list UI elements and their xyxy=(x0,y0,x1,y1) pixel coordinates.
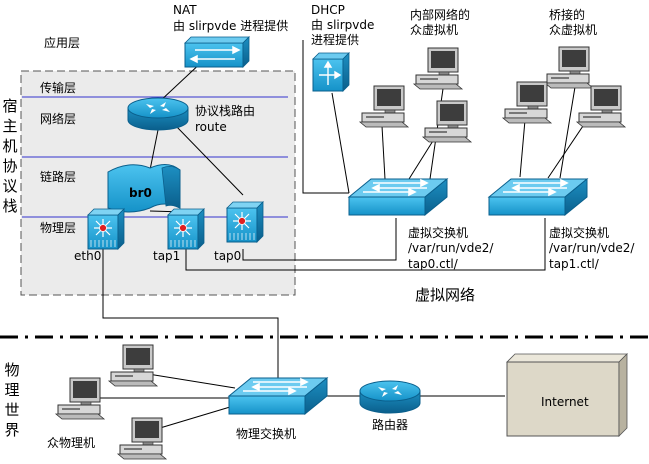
host-stack-title: 宿 主 机 协 议 栈 xyxy=(2,96,18,216)
vswitch-tap0-label: 虚拟交换机 xyxy=(408,226,469,240)
nat-label: NAT xyxy=(173,3,197,17)
eth0-label: eth0 xyxy=(74,249,102,263)
internet-label: Internet xyxy=(541,395,589,409)
tap0-port-icon xyxy=(226,201,264,243)
tap0-label: tap0 xyxy=(214,249,242,263)
physical-hosts-label: 众物理机 xyxy=(47,436,96,450)
link-layer-label: 链路层 xyxy=(40,170,77,184)
eth0-port-icon xyxy=(87,208,125,250)
physical-world-char: 世 xyxy=(4,401,20,419)
physical-world-char: 物 xyxy=(4,361,20,379)
host-title-char: 协 xyxy=(2,157,18,175)
virtual-switch-tap1-icon xyxy=(488,178,588,216)
bridged-vm-pc-icon xyxy=(576,85,626,128)
vswitch-tap1-label: 虚拟交换机 xyxy=(549,226,610,240)
bridged-vm-pc-icon xyxy=(502,81,552,124)
physical-host-pc-icon xyxy=(55,377,105,420)
virtual-switch-tap0-icon xyxy=(348,178,448,216)
physical-host-pc-icon xyxy=(108,344,158,387)
tap1-port-icon xyxy=(167,208,205,250)
stack-router-label-route: route xyxy=(195,120,227,134)
bridge-br0-icon xyxy=(107,164,181,213)
application-layer-label: 应用层 xyxy=(44,36,81,50)
vswitch-tap0-path: /var/run/vde2/ xyxy=(408,241,494,255)
stack-router-icon xyxy=(127,97,189,131)
dhcp-provider-label-2: 进程提供 xyxy=(311,33,360,47)
bridged-vms-label-2: 众虚拟机 xyxy=(549,23,598,37)
physical-world-char: 理 xyxy=(4,381,20,399)
internal-vm-pc-icon xyxy=(359,85,409,128)
host-title-char: 栈 xyxy=(2,197,18,215)
physical-switch-icon xyxy=(228,377,328,415)
tap1-label: tap1 xyxy=(153,249,181,263)
host-title-char: 议 xyxy=(2,177,18,195)
transport-layer-label: 传输层 xyxy=(40,81,77,95)
host-title-char: 机 xyxy=(2,137,18,155)
vswitch-tap1-ctl: tap1.ctl/ xyxy=(549,257,599,271)
vswitch-tap1-path: /var/run/vde2/ xyxy=(549,241,635,255)
dhcp-provider-label: 由 slirpvde xyxy=(311,18,375,32)
dhcp-device-icon xyxy=(312,52,350,92)
bridged-vm-pc-icon xyxy=(544,46,594,89)
virtual-network-label: 虚拟网络 xyxy=(415,286,476,304)
connection-lines xyxy=(98,40,586,429)
router-label: 路由器 xyxy=(372,418,409,432)
internet-box xyxy=(506,353,628,437)
physical-layer-label: 物理层 xyxy=(40,221,77,235)
stack-router-label: 协议栈路由 xyxy=(195,104,256,118)
physical-host-pc-icon xyxy=(117,417,167,460)
vswitch-tap0-ctl: tap0.ctl/ xyxy=(408,257,458,271)
internal-vm-pc-icon xyxy=(422,100,472,143)
bridge-label: br0 xyxy=(129,186,152,200)
host-title-char: 主 xyxy=(2,117,18,135)
nat-device-icon xyxy=(184,36,250,68)
host-title-char: 宿 xyxy=(2,97,18,115)
internal-vms-label: 内部网络的 xyxy=(410,8,471,22)
internal-vm-pc-icon xyxy=(413,47,463,90)
dhcp-label: DHCP xyxy=(311,3,345,17)
physical-router-icon xyxy=(359,380,421,414)
internal-vms-label-2: 众虚拟机 xyxy=(410,23,459,37)
nat-provider-label: 由 slirpvde 进程提供 xyxy=(173,19,289,33)
bridged-vms-label: 桥接的 xyxy=(549,8,586,22)
network-layer-label: 网络层 xyxy=(40,112,77,126)
physical-world-title: 物 理 世 界 xyxy=(4,360,20,440)
physical-world-char: 界 xyxy=(4,421,20,439)
physical-switch-label: 物理交换机 xyxy=(236,427,297,441)
